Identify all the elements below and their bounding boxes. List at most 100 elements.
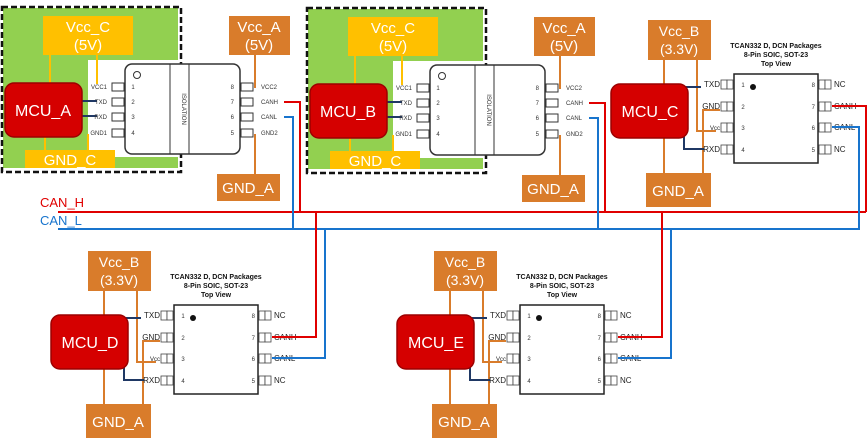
- pin-label: Vcc: [150, 357, 160, 363]
- pin-number: 2: [131, 100, 135, 106]
- rxd-wire: [469, 365, 490, 381]
- pin-pad: [545, 129, 559, 139]
- pin-pad: [416, 129, 430, 139]
- pin-label: VCC1: [396, 86, 413, 92]
- gnd-pin-wire: [142, 340, 160, 404]
- gnd-box: [86, 404, 151, 438]
- gnd-bus-box: [522, 175, 585, 202]
- transceiver-ic: [519, 304, 605, 395]
- pin-number: 1: [131, 85, 135, 91]
- pin-pad: [258, 353, 266, 364]
- isolation-label: ISOLATION: [485, 94, 491, 126]
- pin-label: GND1: [90, 131, 107, 137]
- vcc-label: Vcc_B: [659, 23, 699, 39]
- pin-number: 3: [741, 126, 745, 132]
- pin-label: GND2: [261, 131, 278, 137]
- pin-pad: [818, 122, 826, 133]
- pin-pad: [610, 332, 618, 343]
- pin-number: 4: [131, 131, 135, 137]
- pin-pad: [258, 375, 266, 386]
- pin1-marker: [438, 72, 446, 80]
- package-title-line: 8-Pin SOIC, SOT-23: [184, 283, 248, 290]
- pin-pad: [512, 310, 520, 321]
- vcc-voltage: (3.3V): [100, 272, 138, 288]
- pin-pad: [416, 113, 430, 123]
- vcc-logic-label: Vcc_C: [66, 19, 110, 36]
- pin-label: NC: [834, 80, 846, 89]
- pin-pad: [545, 113, 559, 123]
- vcc-bus-label: Vcc_A: [542, 20, 585, 37]
- pin-pad: [512, 332, 520, 343]
- pin-pad: [240, 128, 254, 138]
- pin-label: GND: [142, 333, 160, 342]
- pin-pad: [160, 332, 168, 343]
- pin-label: TXD: [704, 80, 720, 89]
- pin-label: CANL: [261, 115, 278, 121]
- vcc-label: Vcc_B: [99, 254, 139, 270]
- can-l-label: CAN_L: [40, 213, 82, 228]
- pin-label: RXD: [703, 145, 720, 154]
- gnd-box: [432, 404, 497, 438]
- pin-pad: [240, 97, 254, 107]
- pin-number: 6: [598, 357, 602, 363]
- vcc-bus-label: Vcc_A: [237, 19, 280, 36]
- pin-pad: [240, 82, 254, 92]
- package-title-line: 8-Pin SOIC, SOT-23: [744, 52, 808, 59]
- rxd-wire: [683, 134, 704, 150]
- vcc-voltage: (3.3V): [446, 272, 484, 288]
- isolated-node-mcu-b: Vcc_C(5V)GND_CMCU_BVcc_A(5V)GND_AISOLATI…: [305, 6, 595, 202]
- vcc-logic-voltage: (5V): [379, 38, 407, 55]
- canl-drop-wire: [272, 229, 326, 359]
- pin-pad: [818, 101, 826, 112]
- mcu-block: [396, 314, 475, 370]
- vcc-bus-voltage: (5V): [550, 38, 578, 55]
- mcu-block: [309, 83, 388, 139]
- vcc-logic-voltage: (5V): [74, 37, 102, 54]
- pin-number: 3: [131, 115, 135, 121]
- gnd-bus-label: GND_A: [527, 181, 579, 198]
- gnd-logic-label: GND_C: [44, 152, 97, 169]
- pin-number: 6: [231, 115, 235, 121]
- pin-pad: [111, 128, 125, 138]
- pin-pad: [512, 375, 520, 386]
- pin-pad: [726, 144, 734, 155]
- package-title-line: 8-Pin SOIC, SOT-23: [530, 283, 594, 290]
- canh-drop-wire: [618, 212, 663, 338]
- pin-pad: [726, 122, 734, 133]
- pin-number: 4: [741, 148, 745, 154]
- pin-pad: [726, 101, 734, 112]
- pin-number: 3: [181, 357, 185, 363]
- gnd-logic-box: [25, 150, 115, 168]
- pin-number: 4: [436, 132, 440, 138]
- gnd-pin-wire: [488, 340, 506, 404]
- can-h-label: CAN_H: [40, 195, 84, 210]
- mcu-label: MCU_A: [15, 103, 71, 120]
- pin-number: 6: [536, 116, 540, 122]
- transceiver-ic: [733, 73, 819, 164]
- pin-pad: [111, 97, 125, 107]
- pin-pad: [818, 144, 826, 155]
- isolation-label: ISOLATION: [180, 93, 186, 125]
- pin-label: TXD: [95, 100, 108, 106]
- pin-number: 5: [812, 148, 816, 154]
- pin-number: 8: [536, 86, 540, 92]
- pin-pad: [258, 332, 266, 343]
- pin-number: 6: [812, 126, 816, 132]
- vcc-logic-box: [348, 17, 438, 56]
- pin-pad: [240, 112, 254, 122]
- vcc-voltage: (3.3V): [660, 41, 698, 57]
- vcc-label: Vcc_B: [445, 254, 485, 270]
- pin-pad: [720, 122, 728, 133]
- mcu-block: [4, 82, 83, 138]
- vcc-pin-wire: [482, 291, 502, 363]
- pin-pad: [506, 375, 514, 386]
- pin-pad: [111, 82, 125, 92]
- vcc-logic-label: Vcc_C: [371, 20, 415, 37]
- pin1-marker: [750, 84, 756, 90]
- pin-label: NC: [274, 311, 286, 320]
- pin-number: 5: [598, 379, 602, 385]
